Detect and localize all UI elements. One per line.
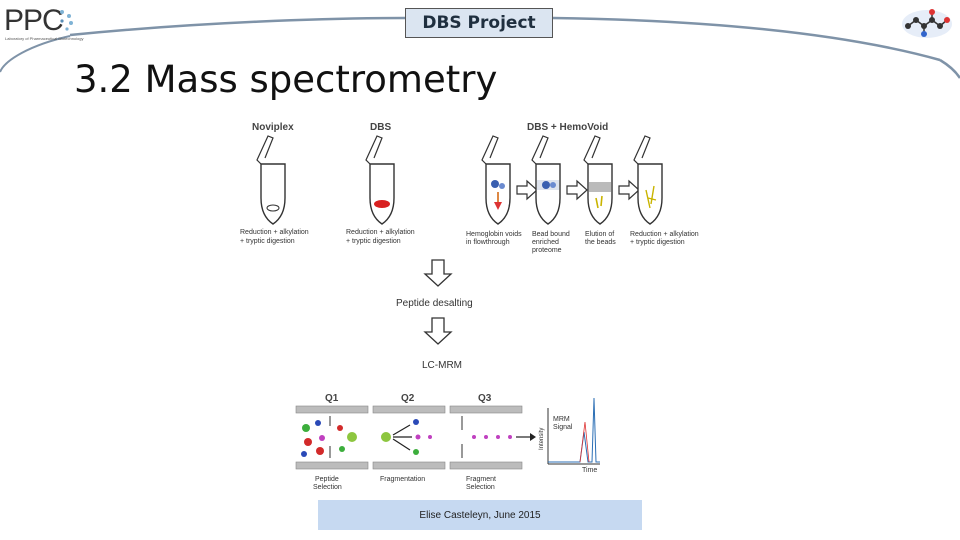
hemovoid-step3-caption-2: the beads (585, 239, 616, 246)
q2-fragmentation (381, 419, 432, 455)
q1-ions (301, 420, 357, 457)
peptide-desalting-step: Peptide desalting (396, 298, 473, 309)
dbs-caption-1: Reduction + alkylation (346, 229, 415, 236)
lc-mrm-step: LC-MRM (422, 360, 462, 371)
noviplex-header: Noviplex (252, 122, 294, 133)
mrm-signal-label-2: Signal (553, 424, 573, 431)
hemovoid-step1-caption-2: in flowthrough (466, 239, 510, 246)
q1-caption-1: Peptide (315, 476, 339, 483)
q3-caption-2: Selection (466, 484, 495, 491)
logo-subtitle: Laboratory of Pharmaceutical Biotechnolo… (5, 36, 84, 41)
q1-caption-2: Selection (313, 484, 342, 491)
mrm-signal-plot (547, 397, 600, 465)
workflow-diagram: Noviplex DBS DBS + HemoVoid Reduction + … (240, 122, 699, 491)
dbs-blood-spot (374, 200, 390, 208)
down-arrow-1 (424, 259, 452, 287)
step-arrow-1 (516, 180, 538, 200)
hemovoid-step2-caption-1: Bead bound (532, 231, 570, 238)
bead-icon (491, 180, 499, 188)
q3-label: Q3 (478, 393, 492, 404)
hemovoid-step2-caption-3: proteome (532, 247, 562, 254)
mrm-signal-label-1: MRM (553, 416, 570, 423)
noviplex-caption-1: Reduction + alkylation (240, 229, 309, 236)
step-arrow-3 (618, 180, 640, 200)
project-label: DBS Project (405, 8, 553, 38)
footer-credit: Elise Casteleyn, June 2015 (318, 500, 642, 530)
ppc-logo: PPC Laboratory of Pharmaceutical Biotech… (2, 4, 84, 42)
down-arrow-2 (424, 317, 452, 345)
logo-dots-icon (60, 10, 73, 31)
hemovoid-step4-caption-1: Reduction + alkylation (630, 231, 699, 238)
hemovoid-tube-1 (481, 135, 511, 225)
noviplex-sample (266, 204, 280, 212)
molecule-icon (902, 9, 952, 38)
hemovoid-step1-caption-1: Hemoglobin voids (466, 231, 522, 238)
q1-label: Q1 (325, 393, 339, 404)
hemovoid-tube-3 (583, 135, 613, 225)
hemovoid-tube-4 (633, 135, 663, 225)
logo-text: PPC (4, 4, 64, 37)
q2-caption: Fragmentation (380, 476, 425, 483)
q2-label: Q2 (401, 393, 415, 404)
header-swoosh (0, 16, 960, 79)
q3-ions (472, 435, 512, 439)
time-axis-label: Time (582, 467, 597, 474)
hemovoid-step3-caption-1: Elution of (585, 231, 614, 238)
quadrupole-rods (295, 405, 523, 470)
dbs-hemovoid-header: DBS + HemoVoid (527, 122, 608, 133)
slide-title: 3.2 Mass spectrometry (74, 58, 498, 101)
step-arrow-2 (566, 180, 588, 200)
hemovoid-step2-caption-2: enriched (532, 239, 559, 246)
dbs-header: DBS (370, 122, 391, 133)
dbs-tube (365, 135, 395, 225)
intensity-axis-label: Intensity (539, 428, 545, 450)
dbs-caption-2: + tryptic digestion (346, 238, 401, 245)
q3-caption-1: Fragment (466, 476, 496, 483)
noviplex-caption-2: + tryptic digestion (240, 238, 295, 245)
hemovoid-step4-caption-2: + tryptic digestion (630, 239, 685, 246)
